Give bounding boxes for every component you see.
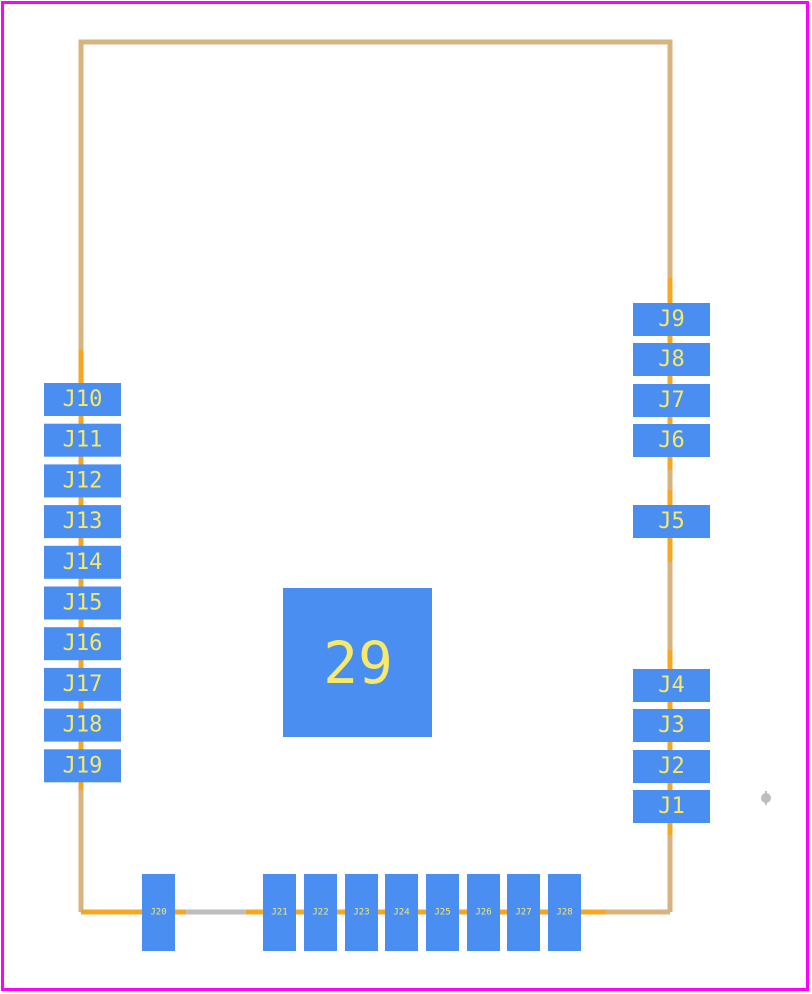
pad-label: J7 <box>658 388 685 413</box>
pad-j8: J8 <box>633 343 710 376</box>
pad-rect <box>142 874 175 951</box>
pad-j6: J6 <box>633 424 710 457</box>
pad-j4: J4 <box>633 669 710 702</box>
center-pad-rect <box>283 588 432 737</box>
pad-label: J25 <box>434 908 450 918</box>
pad-rect <box>44 586 121 620</box>
pad-rect <box>44 749 121 783</box>
pad-j28: J28 <box>548 874 581 951</box>
pad-label: J28 <box>556 908 572 918</box>
pad-j14: J14 <box>44 545 121 579</box>
center-pad-label: 29 <box>323 629 393 697</box>
pad-j3: J3 <box>633 709 710 742</box>
pad-j26: J26 <box>467 874 500 951</box>
pad-rect <box>633 790 710 823</box>
pad-rect <box>426 874 459 951</box>
pad-j17: J17 <box>44 667 121 701</box>
pad-label: J19 <box>63 753 103 778</box>
pad-rect <box>633 343 710 376</box>
pad-label: J12 <box>63 468 103 493</box>
pad-rect <box>385 874 418 951</box>
pad-label: J3 <box>658 713 685 738</box>
pad-j12: J12 <box>44 464 121 498</box>
pad-rect <box>304 874 337 951</box>
pad-j13: J13 <box>44 505 121 539</box>
pad-rect <box>345 874 378 951</box>
pad-rect <box>44 383 121 416</box>
pad-rect <box>633 750 710 783</box>
pad-rect <box>633 505 710 538</box>
pad-label: J5 <box>658 509 685 534</box>
pad-j11: J11 <box>44 423 121 457</box>
pad-rect <box>633 669 710 702</box>
center-pad: 29 <box>283 588 432 737</box>
pad-label: J6 <box>658 428 685 453</box>
pad-label: J2 <box>658 754 685 779</box>
pad-rect <box>263 874 296 951</box>
pad-label: J17 <box>63 672 103 697</box>
pad-label: J16 <box>63 631 103 656</box>
pin1-marker <box>761 791 771 805</box>
pad-j27: J27 <box>507 874 540 951</box>
pad-rect <box>467 874 500 951</box>
pad-label: J21 <box>271 908 287 918</box>
pad-label: J4 <box>658 673 685 698</box>
pad-rect <box>44 627 121 661</box>
pad-label: J15 <box>63 591 103 616</box>
pad-j21: J21 <box>263 874 296 951</box>
pad-label: J23 <box>353 908 369 918</box>
pad-j10: J10 <box>44 383 121 416</box>
pad-rect <box>548 874 581 951</box>
pad-label: J11 <box>63 428 103 453</box>
pad-label: J24 <box>393 908 409 918</box>
pad-j20: J20 <box>142 874 175 951</box>
pad-j5: J5 <box>633 505 710 538</box>
pad-rect <box>633 709 710 742</box>
pad-j25: J25 <box>426 874 459 951</box>
pad-j19: J19 <box>44 749 121 783</box>
pad-rect <box>44 464 121 498</box>
pad-rect <box>633 303 710 336</box>
pad-j22: J22 <box>304 874 337 951</box>
pad-j18: J18 <box>44 708 121 742</box>
pad-label: J18 <box>63 713 103 738</box>
pad-rect <box>44 423 121 457</box>
pad-label: J27 <box>515 908 531 918</box>
pad-j9: J9 <box>633 303 710 336</box>
pad-rect <box>507 874 540 951</box>
pad-label: J9 <box>658 307 685 332</box>
module-outline <box>78 39 673 915</box>
pad-rect <box>633 384 710 417</box>
pad-j1: J1 <box>633 790 710 823</box>
pad-rect <box>633 424 710 457</box>
pad-row-bottom: J20 J21 J22 J23 J24 J25 J26 J27 J28 <box>142 874 581 951</box>
pad-j2: J2 <box>633 750 710 783</box>
outline-fab <box>78 39 673 912</box>
pad-rect <box>44 667 121 701</box>
pad-label: J10 <box>63 387 103 412</box>
pad-j23: J23 <box>345 874 378 951</box>
pad-label: J8 <box>658 347 685 372</box>
pad-j15: J15 <box>44 586 121 620</box>
pad-label: J22 <box>312 908 328 918</box>
pad-label: J14 <box>63 550 103 575</box>
pad-j7: J7 <box>633 384 710 417</box>
pad-j16: J16 <box>44 627 121 661</box>
pad-rect <box>44 708 121 742</box>
pad-label: J1 <box>658 794 685 819</box>
pad-rect <box>44 545 121 579</box>
pad-label: J20 <box>150 908 166 918</box>
pad-rect <box>44 505 121 539</box>
pad-label: J13 <box>63 509 103 534</box>
pad-label: J26 <box>475 908 491 918</box>
pad-j24: J24 <box>385 874 418 951</box>
